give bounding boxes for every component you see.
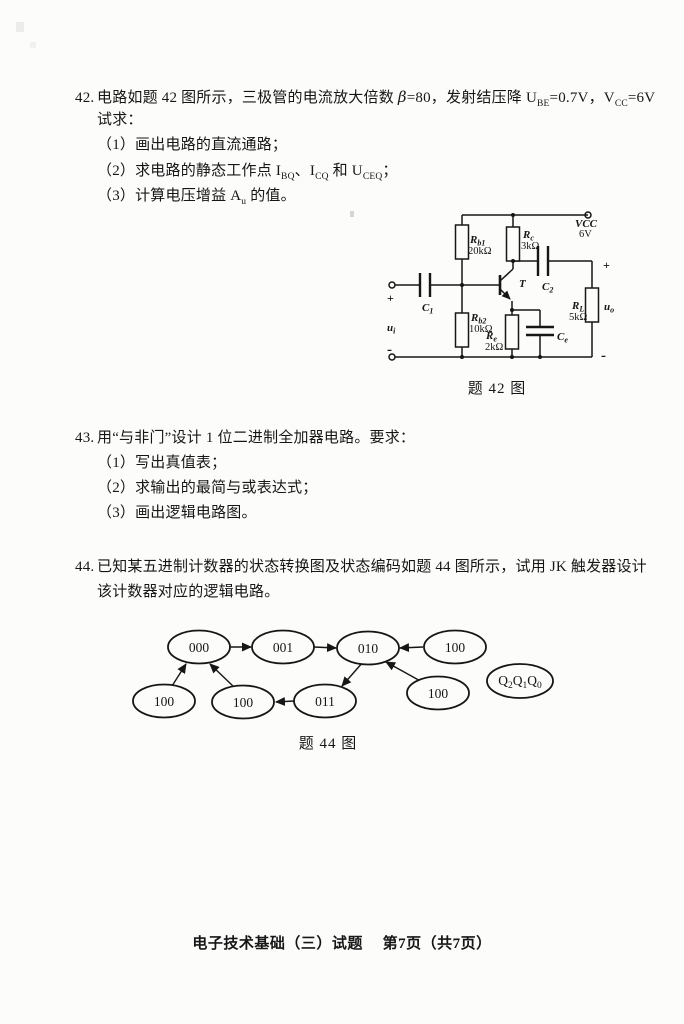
c2-label: C2: [542, 281, 553, 295]
page-footer: 电子技术基础（三）试题 第7页（共7页）: [192, 936, 492, 952]
c1-label: C1: [422, 302, 433, 316]
rb2-label: Rb2: [470, 312, 486, 326]
amplifier-circuit-figure: VCC 6V Rb1 20kΩ Rc 3kΩ Rb2 10kΩ Re 2kΩ R…: [387, 211, 614, 364]
question-42-line2: 试求：: [97, 112, 143, 128]
output-minus-sign: -: [601, 348, 606, 364]
rl-value: 5kΩ: [569, 312, 588, 323]
arrow-001-to-010: [313, 643, 337, 653]
resistor-rc: [505, 226, 521, 262]
resistor-rb2: [454, 312, 470, 348]
rb1-value: 20kΩ: [468, 246, 492, 257]
question-43-item3: （3）画出逻辑电路图。: [97, 505, 257, 521]
re-value: 2kΩ: [485, 342, 504, 353]
state-node-010: [336, 630, 400, 666]
input-plus-sign: +: [387, 291, 394, 305]
state-label: 100: [233, 695, 254, 710]
question-44-number: 44.: [75, 559, 95, 575]
state-code-legend-ellipse: [486, 663, 554, 699]
state-transition-diagram: 000 001 010 100 100 100 011 100 Q2Q1Q0: [132, 629, 554, 720]
capacitor-c1: [418, 273, 432, 297]
emitter-arrow: [499, 288, 511, 300]
question-42-text: 电路如题 42 图所示，三极管的电流放大倍数 β=80，发射结压降 UBE=0.…: [97, 88, 656, 109]
rb2-value: 10kΩ: [469, 324, 493, 335]
vcc-label: VCC: [575, 218, 598, 230]
state-label: 010: [358, 641, 379, 656]
ce-label: Ce: [557, 331, 568, 345]
state-node-100-bottom-left: [132, 683, 196, 719]
arrow-100tr-to-010: [399, 643, 424, 653]
question-43-number: 43.: [75, 430, 95, 446]
state-node-011: [293, 683, 357, 719]
rc-value: 3kΩ: [521, 241, 540, 252]
output-plus-sign: +: [603, 258, 610, 272]
question-42-line1: 42.电路如题 42 图所示，三极管的电流放大倍数 β=80，发射结压降 UBE…: [75, 87, 656, 109]
arrow-011-to-100bm: [275, 697, 295, 706]
re-label: Re: [485, 330, 497, 344]
state-label: 100: [445, 640, 466, 655]
capacitor-ce: [526, 325, 554, 337]
capacitor-c2: [536, 246, 550, 276]
resistor-rb1: [454, 224, 470, 260]
question-42-item1: （1）画出电路的直流通路；: [97, 137, 288, 153]
resistor-re: [504, 314, 520, 350]
state-node-000: [167, 629, 231, 665]
beta-symbol: β: [397, 88, 407, 106]
terminals: [388, 211, 592, 361]
question-43-item1: （1）写出真值表；: [97, 455, 227, 471]
rc-label: Rc: [522, 229, 534, 243]
question-43-line1: 43.用“与非门”设计 1 位二进制全加器电路。要求：: [75, 430, 416, 446]
ui-label: ui: [387, 322, 396, 336]
junction-dots: [460, 213, 542, 359]
figure-44-caption: 题 44 图: [298, 736, 358, 752]
figure-42-caption: 题 42 图: [467, 381, 527, 397]
question-42-number: 42.: [75, 90, 95, 106]
arrow-100bl-to-000: [171, 663, 187, 687]
transistor-npn: [498, 275, 511, 300]
vcc-value: 6V: [579, 229, 592, 240]
transistor-label: T: [519, 278, 527, 290]
scan-artifact: [16, 22, 24, 32]
uo-label: uo: [604, 301, 614, 315]
state-node-100-top-right: [423, 629, 487, 665]
question-43-item2: （2）求输出的最简与或表达式；: [97, 480, 318, 496]
state-label: 000: [189, 640, 210, 655]
question-44-line2: 该计数器对应的逻辑电路。: [97, 584, 280, 600]
state-node-100-bottom-mid: [211, 684, 275, 720]
state-code-legend: Q2Q1Q0: [498, 673, 542, 691]
state-label: 011: [315, 694, 335, 709]
question-44-line1: 44.已知某五进制计数器的状态转换图及状态编码如题 44 图所示，试用 JK 触…: [75, 559, 647, 575]
state-node-100-bottom-right: [406, 675, 470, 711]
question-42-item2: （2）求电路的静态工作点 IBQ、ICQ 和 UCEQ；: [97, 163, 398, 182]
state-label: 100: [428, 686, 449, 701]
state-label: 100: [154, 694, 175, 709]
scan-artifact: [350, 211, 354, 217]
arrow-010-to-011: [341, 661, 364, 687]
arrow-100br-to-010: [385, 661, 425, 684]
arrow-100bm-to-000: [209, 663, 235, 688]
rb1-label: Rb1: [469, 234, 485, 248]
state-node-001: [251, 629, 315, 665]
question-42-item3: （3）计算电压增益 Au 的值。: [97, 188, 296, 207]
scan-artifact: [30, 42, 36, 48]
input-minus-sign: -: [387, 342, 392, 358]
resistor-rl: [584, 287, 600, 323]
state-label: 001: [273, 640, 293, 655]
rl-label: RL: [571, 300, 584, 314]
